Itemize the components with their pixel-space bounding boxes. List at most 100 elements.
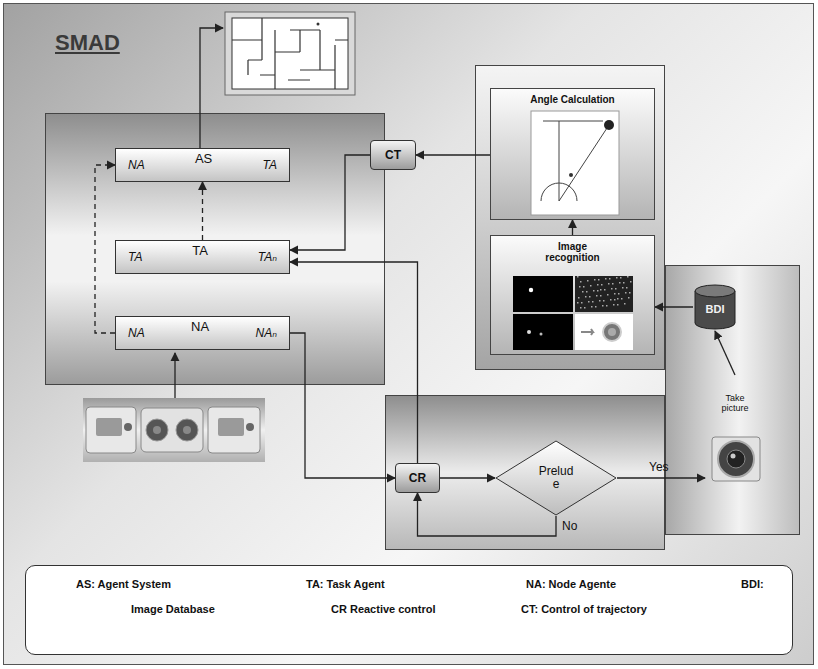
connector [290,155,370,250]
drawing-part [200,28,223,148]
drawing-part [83,398,265,462]
task-agent-bar: TATATAₙ [115,240,290,274]
key-entry: Image Database [131,603,215,615]
drawing-part [591,306,593,308]
drawing-part [183,426,191,434]
node-agent-bar: NANANAₙ [115,316,290,350]
drawing-part [146,419,168,441]
agent-name: AS [195,151,212,166]
drawing-part [96,418,122,436]
drawing-part [615,288,617,290]
drawing-part [587,280,589,282]
drawing-part [496,441,616,515]
connector [95,165,115,333]
drawing-part [604,289,606,291]
drawing-part [695,285,735,297]
drawing-part [610,299,612,301]
connector [416,154,490,155]
drawing-part [225,12,355,95]
decision-diamond: Prelud e [495,440,617,516]
drawing-part [86,407,136,453]
drawing-part [600,295,602,297]
drawing-part [601,284,603,286]
connector [617,477,705,478]
connector [572,220,573,235]
drawing-part [608,328,616,336]
connector [290,262,418,463]
drawing-part [609,278,611,280]
camera-label: Take picture [713,393,757,413]
agent-label: TAₙ [258,250,277,264]
drawing-part [580,307,582,309]
process-box: CR [395,463,440,493]
drawing-part [628,297,630,299]
process-box: CT [370,140,416,170]
drawing-part [619,282,621,284]
drawing-part [623,282,625,284]
drawing-part [605,278,607,280]
drawing-part [603,300,605,302]
key-box: AS: Agent SystemTA: Task AgentNA: Node A… [25,565,793,655]
drawing-part [624,303,626,305]
angle-illustration [491,89,656,221]
edge-label: No [562,519,577,533]
drawing-part [611,288,613,290]
box-label: CT [385,148,401,162]
drawing-part [581,302,583,304]
drawing-part [583,286,585,288]
drawing-part [627,276,629,278]
connector [290,333,395,478]
drawing-part [513,314,573,350]
key-entry: CT: Control of trajectory [521,603,647,615]
drawing-part [616,277,618,279]
drawing-part [617,298,619,300]
camera-illustration [705,375,765,485]
drawing-part [540,333,543,336]
drawing-part [603,323,621,341]
drawing-part [246,423,254,431]
agent-label: NA [128,326,145,340]
drawing-part [577,302,579,304]
agent-label: NAₙ [256,326,277,340]
drawing-part [727,450,745,468]
drawing-part [589,296,591,298]
decision-label: Prelud e [536,465,576,491]
drawing-part [620,277,622,279]
connector [440,477,495,478]
drawing-part [614,293,616,295]
key-entry: NA: Node Agente [526,578,616,590]
drawing-part [580,281,582,283]
drawing-part [593,290,595,292]
drawing-part [232,18,348,89]
connector [202,182,203,240]
drawing-part [612,283,614,285]
drawing-part [622,287,624,289]
connector [655,306,693,307]
angle-box: Angle Calculation [490,88,655,220]
drawing-part [174,353,175,398]
diagram-title: SMAD [55,30,120,56]
drawing-part [618,293,620,295]
edge-label: Yes [649,460,669,474]
drawing-part [629,292,631,294]
drawing-part [543,121,609,201]
drawing-part [124,423,132,431]
drawing-part [604,120,614,130]
drawing-part [585,296,587,298]
drawing-part [317,23,320,26]
drawing-part [578,297,580,299]
drawing-part [630,281,632,283]
drawing-part [613,304,615,306]
drawing-part [575,276,633,312]
drawing-part [513,276,573,312]
drawing-part [582,291,584,293]
key-entry: CR Reactive control [331,603,436,615]
drawing-part [577,276,579,278]
drawing-part [598,279,600,281]
drawing-part [597,284,599,286]
drawing-part [625,292,627,294]
drawing-part [590,285,592,287]
drawing-part [569,173,573,177]
drawing-part [614,299,616,301]
